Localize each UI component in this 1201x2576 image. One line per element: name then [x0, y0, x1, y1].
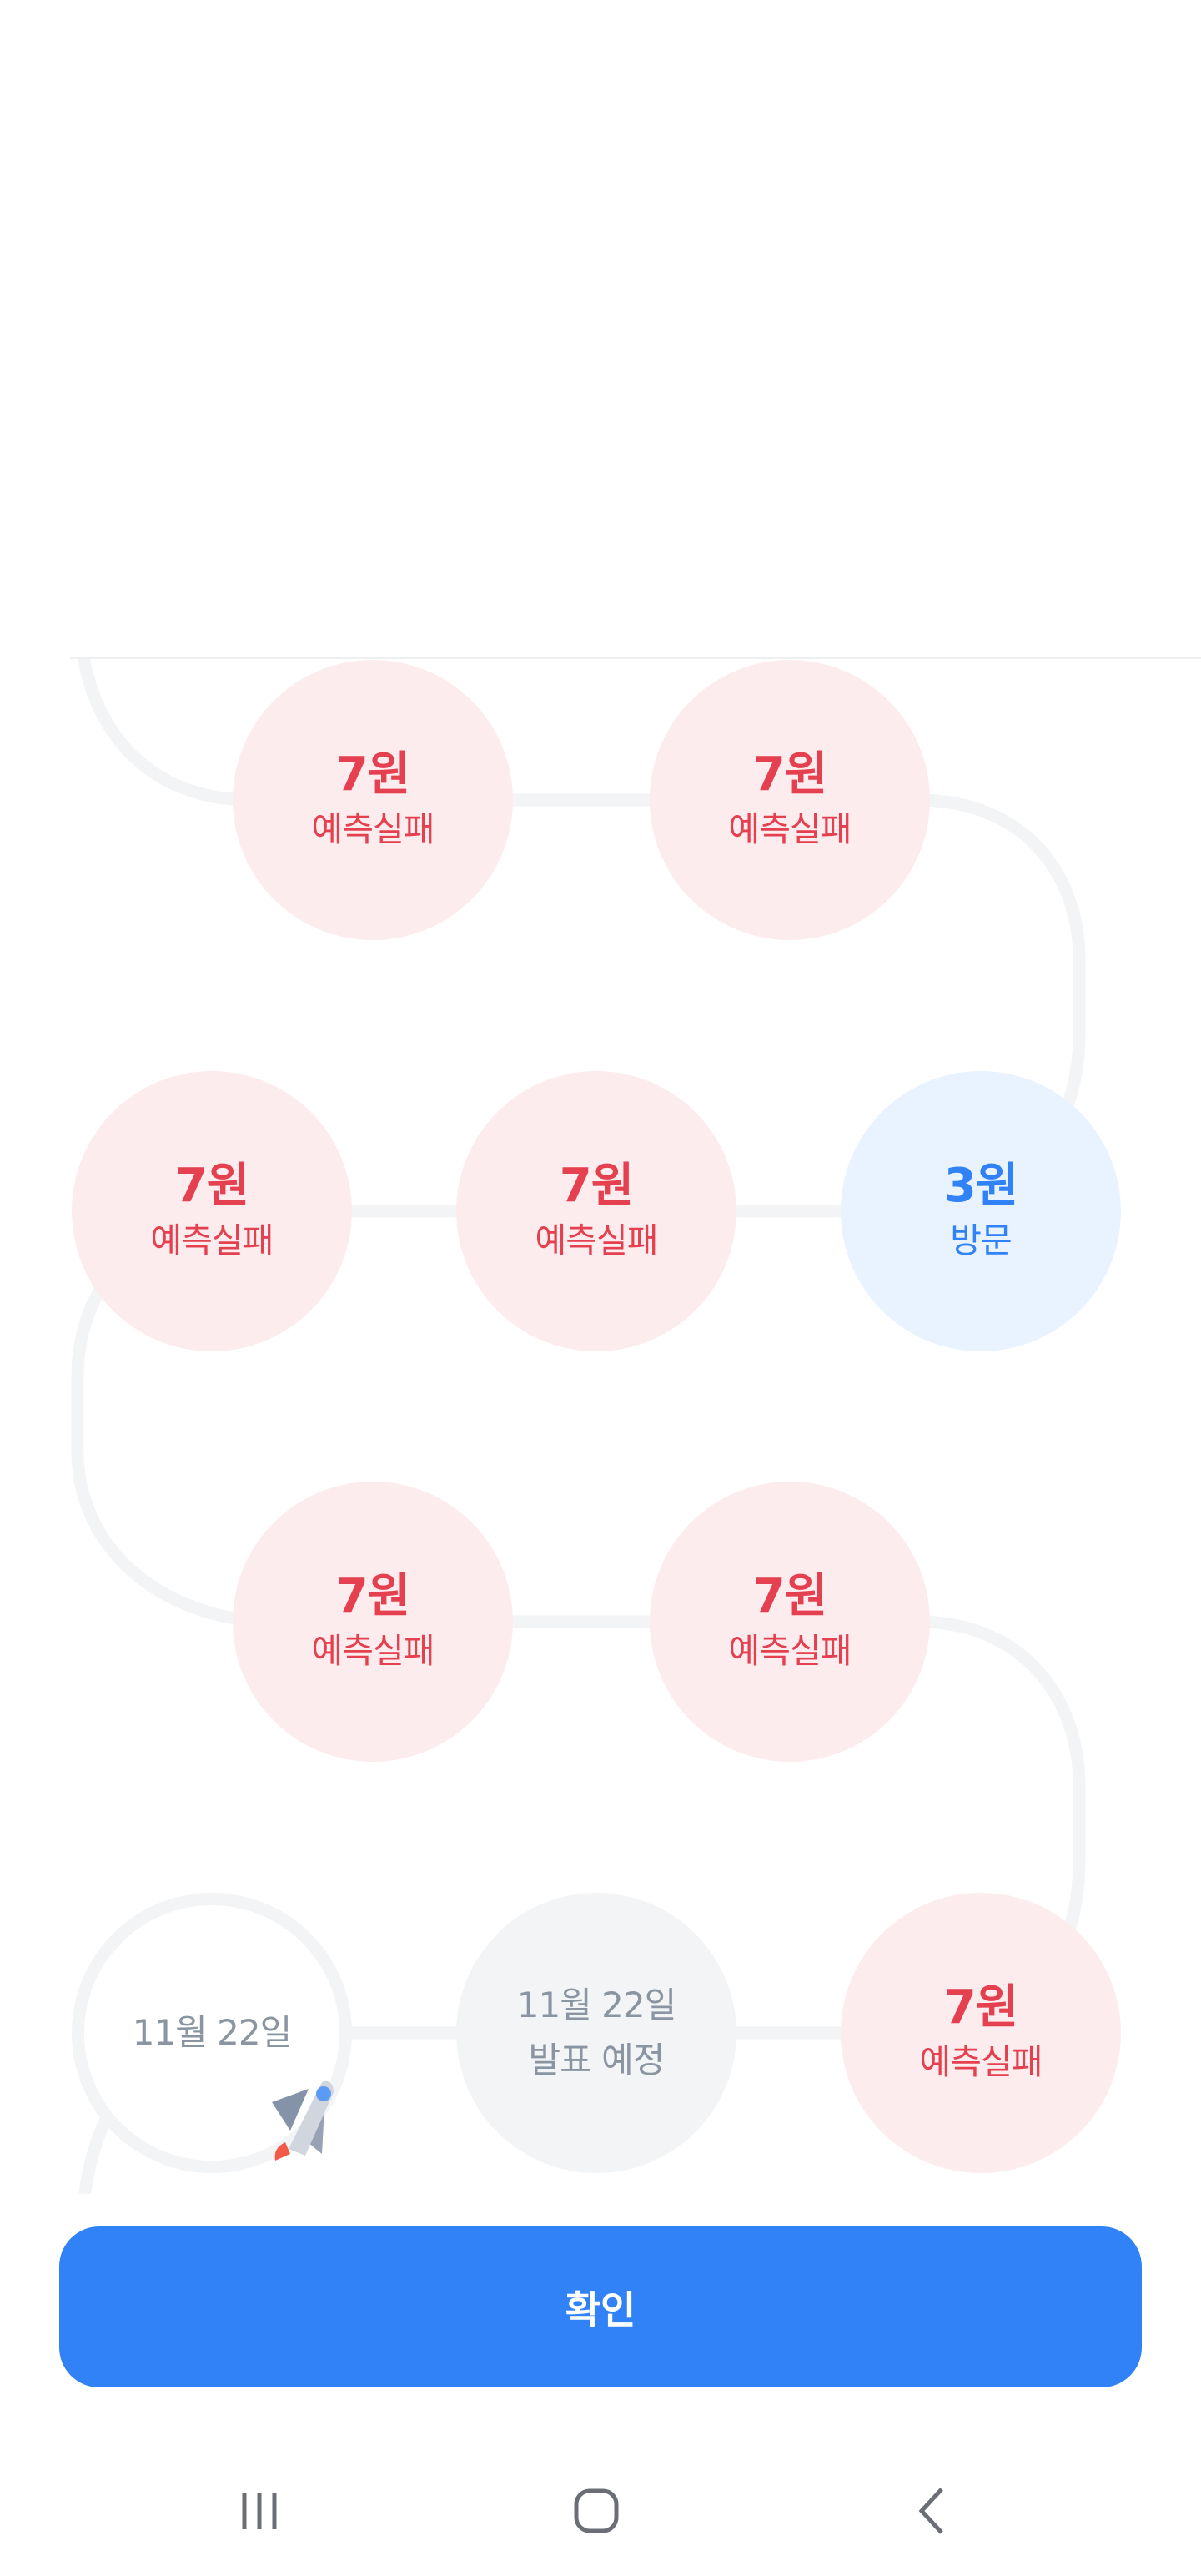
reward-amount: 7원 — [752, 1569, 827, 1623]
system-nav-bar — [0, 2444, 1201, 2576]
reward-amount: 7원 — [335, 747, 410, 802]
reward-amount: 3원 — [943, 1159, 1018, 1213]
confirm-button[interactable]: 확인 — [59, 2226, 1142, 2387]
day-node[interactable]: 7원 예측실패 — [233, 660, 513, 940]
reward-amount: 7원 — [174, 1159, 249, 1213]
node-status: 발표 예정 — [528, 2040, 666, 2080]
day-node[interactable]: 3원 방문 — [841, 1071, 1121, 1351]
reward-amount: 7원 — [559, 1159, 634, 1213]
result-label: 예측실패 — [311, 809, 435, 849]
result-label: 예측실패 — [728, 809, 852, 849]
result-label: 예측실패 — [535, 1220, 659, 1260]
result-label: 예측실패 — [728, 1631, 852, 1671]
day-node[interactable]: 7원 예측실패 — [456, 1071, 736, 1351]
day-node[interactable]: 7원 예측실패 — [841, 1893, 1121, 2173]
rocket-icon — [272, 2080, 334, 2161]
home-icon[interactable] — [563, 2478, 630, 2544]
day-node[interactable]: 7원 예측실패 — [650, 660, 930, 940]
pending-node[interactable]: 11월 22일 발표 예정 — [456, 1893, 736, 2173]
result-label: 방문 — [950, 1220, 1012, 1260]
prediction-board[interactable]: 7원 예측실패 7원 예측실패 7원 예측실패 7원 예측실패 3원 방문 7원… — [0, 659, 1201, 2194]
day-node[interactable]: 7원 예측실패 — [650, 1482, 930, 1762]
node-date: 11월 22일 — [132, 2012, 293, 2053]
reward-amount: 7원 — [752, 747, 827, 802]
node-date: 11월 22일 — [516, 1985, 677, 2025]
recent-apps-icon[interactable] — [226, 2478, 293, 2544]
reward-amount: 7원 — [335, 1569, 410, 1623]
day-node[interactable]: 7원 예측실패 — [72, 1071, 352, 1351]
back-icon[interactable] — [898, 2478, 965, 2544]
result-label: 예측실패 — [919, 2042, 1043, 2082]
header-divider — [70, 657, 1201, 659]
reward-amount: 7원 — [943, 1980, 1018, 2035]
result-label: 예측실패 — [150, 1220, 274, 1260]
day-node[interactable]: 7원 예측실패 — [233, 1482, 513, 1762]
result-label: 예측실패 — [311, 1631, 435, 1671]
